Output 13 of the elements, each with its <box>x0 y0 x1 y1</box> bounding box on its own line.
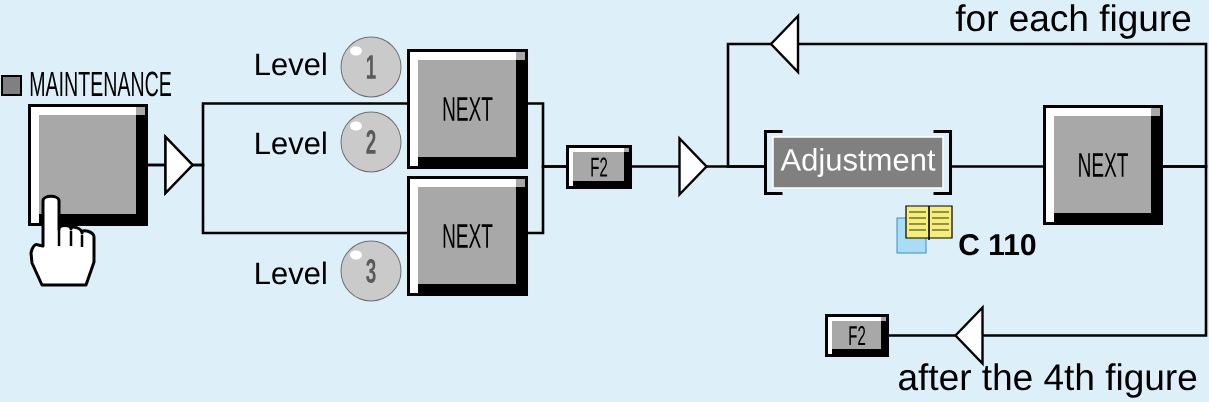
level-label: Level <box>256 261 326 285</box>
page-reference: C 110 <box>959 234 1036 256</box>
push-button: NEXT <box>407 176 528 296</box>
push-button: F2 <box>566 145 632 189</box>
button-label: MAINTENANCE <box>30 71 171 97</box>
push-button: F2 <box>825 314 889 357</box>
push-button: NEXT <box>407 49 528 169</box>
edge-label: after the 4th figure <box>899 363 1197 398</box>
level-label: Level <box>256 52 326 76</box>
level-label: Level <box>256 131 326 155</box>
edge-label: for each figure <box>955 4 1191 39</box>
push-button: NEXT <box>1043 105 1163 225</box>
label-box: Adjustment <box>772 136 944 189</box>
